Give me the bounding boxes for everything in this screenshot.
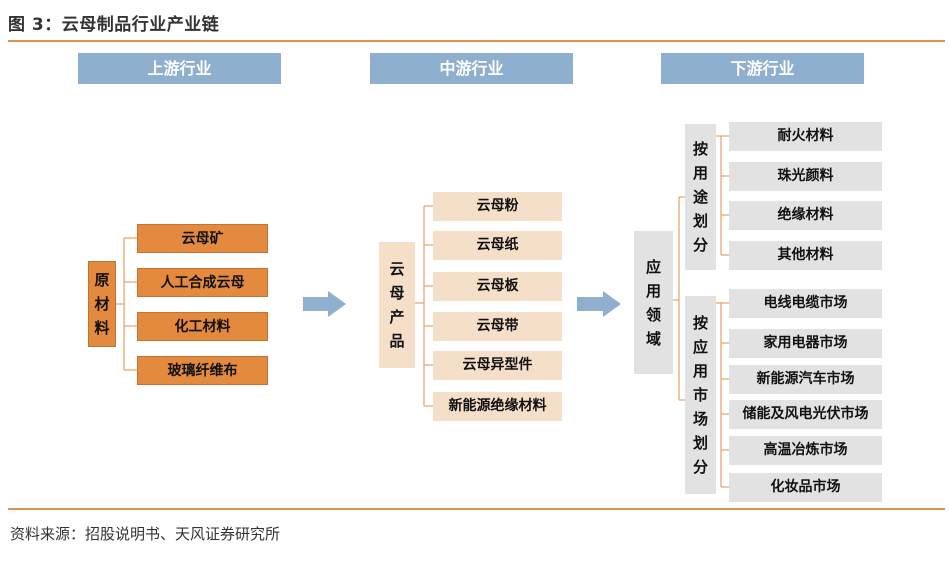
by-market-item: 高温冶炼市场 — [729, 436, 882, 465]
upstream-root-char: 料 — [94, 319, 110, 337]
midstream-root-char: 品 — [389, 332, 405, 350]
upstream-root-char: 材 — [94, 295, 110, 313]
by-use-label: 按 用 途 划 分 — [685, 124, 716, 270]
upstream-item: 化工材料 — [137, 312, 268, 341]
by-market-label-char: 市 — [692, 386, 708, 404]
midstream-item: 云母带 — [433, 312, 562, 341]
midstream-item: 云母纸 — [433, 231, 562, 260]
by-use-item: 其他材料 — [729, 241, 882, 270]
arrow-up-to-mid — [303, 291, 346, 317]
by-market-label-char: 按 — [692, 314, 708, 332]
downstream-root-char: 用 — [645, 281, 661, 300]
header-downstream: 下游行业 — [661, 53, 864, 84]
by-use-label-char: 分 — [692, 236, 708, 254]
upstream-root: 原 材 料 — [88, 261, 116, 347]
by-market-label-char: 应 — [692, 338, 708, 356]
top-rule — [8, 40, 945, 42]
by-market-item: 电线电缆市场 — [729, 289, 882, 318]
by-market-label-char: 划 — [692, 434, 708, 452]
by-use-label-char: 用 — [692, 164, 708, 182]
by-use-item: 绝缘材料 — [729, 201, 882, 230]
by-market-item: 新能源汽车市场 — [729, 365, 882, 394]
midstream-root-char: 云 — [389, 260, 405, 278]
upstream-item: 玻璃纤维布 — [137, 356, 268, 385]
midstream-root: 云 母 产 品 — [379, 242, 415, 368]
downstream-root: 应 用 领 域 — [634, 231, 673, 374]
downstream-root-char: 域 — [645, 329, 661, 348]
by-market-label-char: 用 — [692, 362, 708, 380]
midstream-item: 云母粉 — [433, 192, 562, 221]
midstream-item: 新能源绝缘材料 — [433, 392, 562, 421]
upstream-connectors — [116, 237, 137, 371]
by-market-label-char: 分 — [692, 458, 708, 476]
upstream-root-char: 原 — [94, 271, 110, 289]
arrow-mid-to-down — [577, 291, 621, 317]
midstream-item: 云母异型件 — [433, 351, 562, 380]
upstream-item: 云母矿 — [137, 224, 268, 253]
by-use-item: 耐火材料 — [729, 122, 882, 151]
header-midstream: 中游行业 — [370, 53, 573, 84]
by-market-label: 按 应 用 市 场 划 分 — [685, 296, 716, 494]
by-market-item: 化妆品市场 — [729, 473, 882, 502]
by-use-item: 珠光颜料 — [729, 162, 882, 191]
downstream-root-char: 应 — [645, 257, 661, 276]
by-market-label-char: 场 — [692, 410, 708, 428]
figure-title: 图 3：云母制品行业产业链 — [8, 15, 220, 35]
bottom-rule — [8, 508, 945, 510]
by-use-label-char: 途 — [692, 188, 708, 206]
source-note: 资料来源：招股说明书、天风证券研究所 — [10, 525, 281, 543]
downstream-root-char: 领 — [645, 305, 661, 324]
upstream-item: 人工合成云母 — [137, 268, 268, 297]
by-market-item: 储能及风电光伏市场 — [729, 400, 882, 429]
header-upstream: 上游行业 — [78, 53, 281, 84]
midstream-root-char: 母 — [389, 284, 405, 302]
midstream-connectors — [415, 205, 433, 407]
by-use-label-char: 划 — [692, 212, 708, 230]
midstream-item: 云母板 — [433, 272, 562, 301]
by-market-item: 家用电器市场 — [729, 329, 882, 358]
by-use-label-char: 按 — [692, 140, 708, 158]
midstream-root-char: 产 — [389, 308, 405, 326]
